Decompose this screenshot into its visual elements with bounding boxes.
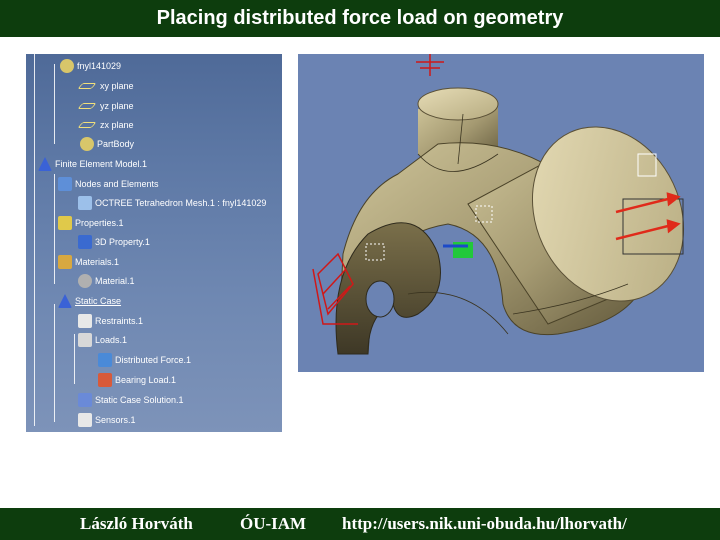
tree-node-material[interactable]: Material.1: [78, 273, 135, 289]
tree-node-partbody[interactable]: PartBody: [80, 136, 134, 152]
tree-node-loads[interactable]: Loads.1: [78, 332, 127, 348]
bearing-load-marker: [453, 242, 473, 258]
tree-node-materials[interactable]: Materials.1: [58, 254, 119, 270]
tree-node-restraints[interactable]: Restraints.1: [78, 313, 143, 329]
static-case-icon: [58, 294, 72, 308]
material-icon: [78, 274, 92, 288]
slide-title-bar: Placing distributed force load on geomet…: [0, 0, 720, 37]
cube-icon: [78, 235, 92, 249]
tree-node-solution[interactable]: Static Case Solution.1: [78, 392, 184, 408]
model-viewport[interactable]: [298, 54, 704, 372]
tree-node-xy-plane[interactable]: xy plane: [77, 78, 134, 94]
nodes-icon: [58, 177, 72, 191]
tree-node-yz-plane[interactable]: yz plane: [77, 98, 134, 114]
plane-icon: [77, 83, 97, 89]
tree-trunk-line: [34, 54, 35, 426]
tree-node-sensors[interactable]: Sensors.1: [78, 412, 136, 428]
part-geometry: [312, 54, 685, 355]
tree-branch-line: [74, 334, 75, 384]
fem-icon: [38, 157, 52, 171]
geometry-edges: [407, 113, 629, 335]
tree-node-static-case[interactable]: Static Case: [58, 293, 121, 309]
top-boss-face: [417, 87, 499, 121]
force-icon: [98, 353, 112, 367]
tree-branch-line: [54, 64, 55, 144]
cylinder-end-face: [531, 126, 685, 302]
sensors-icon: [78, 413, 92, 427]
node-marker: [475, 205, 493, 223]
restraints-icon: [78, 314, 92, 328]
tree-branch-line: [54, 304, 55, 422]
solution-icon: [78, 393, 92, 407]
tree-branch-line: [54, 174, 55, 284]
materials-icon: [58, 255, 72, 269]
bearing-icon: [98, 373, 112, 387]
footer-author: László Horváth: [80, 514, 193, 533]
tree-node-bearing-load[interactable]: Bearing Load.1: [98, 372, 176, 388]
tree-node-part[interactable]: fnyl141029: [60, 58, 121, 74]
footer-url-link[interactable]: http://users.nik.uni-obuda.hu/lhorvath/: [342, 514, 627, 533]
plane-icon: [77, 122, 97, 128]
tree-node-properties[interactable]: Properties.1: [58, 215, 124, 231]
tree-node-3d-property[interactable]: 3D Property.1: [78, 234, 150, 250]
gear-icon: [80, 137, 94, 151]
slide-title: Placing distributed force load on geomet…: [156, 7, 564, 29]
tree-node-distributed-force[interactable]: Distributed Force.1: [98, 352, 191, 368]
footer-institute: ÓU-IAM: [240, 514, 307, 533]
bore-hole: [365, 280, 395, 318]
loads-icon: [78, 333, 92, 347]
specification-tree[interactable]: fnyl141029 xy plane yz plane zx plane Pa…: [26, 54, 282, 432]
distributed-force-arrows: [615, 192, 681, 241]
tree-node-zx-plane[interactable]: zx plane: [77, 117, 134, 133]
tree-node-nodes-elements[interactable]: Nodes and Elements: [58, 176, 159, 192]
gear-icon: [60, 59, 74, 73]
tree-node-fem[interactable]: Finite Element Model.1: [38, 156, 147, 172]
properties-icon: [58, 216, 72, 230]
restraint-symbols: [312, 54, 444, 325]
mesh-icon: [78, 196, 92, 210]
plane-icon: [77, 103, 97, 109]
node-marker: [365, 243, 385, 261]
face-marker: [637, 153, 657, 177]
tree-node-mesh[interactable]: OCTREE Tetrahedron Mesh.1 : fnyl141029: [78, 195, 266, 211]
slide-footer: László Horváth ÓU-IAM http://users.nik.u…: [0, 508, 720, 540]
loaded-face: [622, 198, 684, 255]
